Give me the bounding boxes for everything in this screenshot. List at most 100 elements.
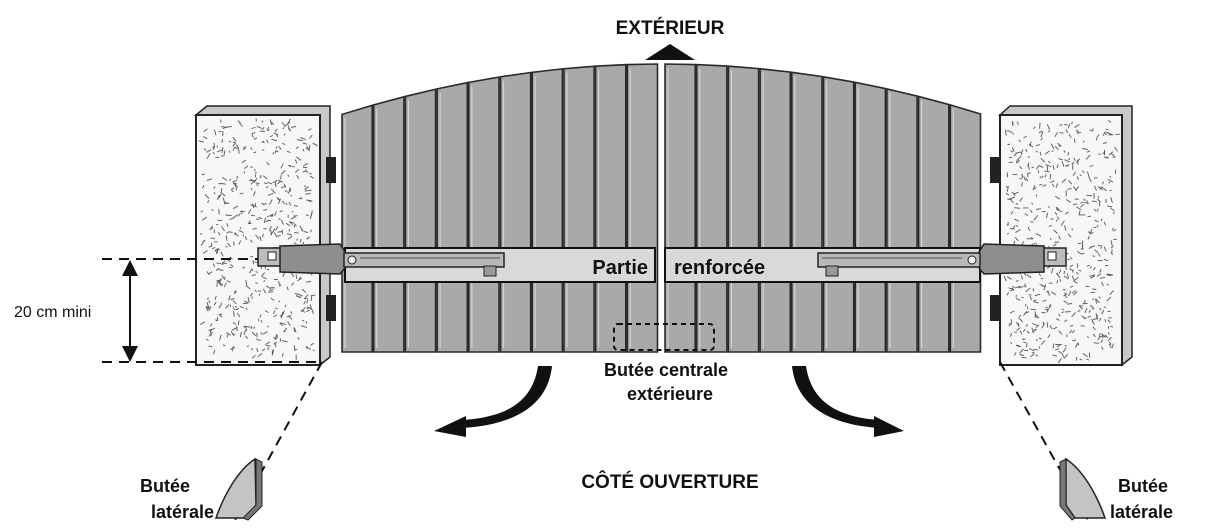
texture-speck — [280, 322, 287, 325]
texture-speck — [1090, 245, 1096, 248]
texture-speck — [255, 282, 259, 284]
texture-speck — [1038, 273, 1042, 277]
texture-speck — [262, 141, 265, 143]
texture-speck — [1004, 129, 1007, 136]
texture-speck — [1025, 324, 1029, 328]
texture-speck — [245, 307, 248, 311]
texture-speck — [1041, 285, 1046, 288]
texture-speck — [1093, 208, 1097, 212]
texture-speck — [1027, 164, 1030, 170]
texture-speck — [1108, 343, 1112, 349]
texture-speck — [288, 221, 295, 224]
texture-speck — [1043, 284, 1047, 291]
right-opening-arrow — [792, 366, 904, 437]
texture-speck — [275, 226, 279, 231]
texture-speck — [220, 283, 224, 286]
texture-speck — [273, 314, 277, 318]
texture-speck — [1035, 324, 1040, 328]
texture-speck — [1014, 207, 1021, 209]
texture-speck — [245, 279, 248, 286]
texture-speck — [1050, 267, 1054, 274]
texture-speck — [1008, 130, 1013, 133]
texture-speck — [1092, 288, 1097, 290]
texture-speck — [306, 306, 312, 310]
texture-speck — [231, 187, 235, 190]
texture-speck — [210, 330, 212, 337]
texture-speck — [1102, 141, 1107, 145]
texture-speck — [1069, 329, 1073, 334]
texture-speck — [288, 164, 292, 168]
texture-speck — [1089, 266, 1092, 269]
texture-speck — [1039, 284, 1044, 286]
texture-speck — [311, 309, 314, 315]
texture-speck — [1103, 306, 1106, 309]
texture-speck — [262, 127, 265, 131]
texture-speck — [263, 182, 268, 185]
texture-speck — [1024, 284, 1027, 288]
texture-speck — [232, 333, 236, 335]
texture-speck — [1034, 214, 1039, 220]
texture-speck — [230, 330, 235, 337]
texture-speck — [1082, 302, 1088, 305]
texture-speck — [229, 178, 232, 181]
texture-speck — [250, 187, 253, 191]
partie-label: Partie — [592, 257, 648, 279]
texture-speck — [1034, 316, 1038, 319]
texture-speck — [1064, 211, 1069, 215]
texture-speck — [205, 305, 211, 310]
texture-speck — [233, 146, 239, 150]
texture-speck — [225, 304, 230, 309]
texture-speck — [1055, 219, 1059, 222]
texture-speck — [1045, 164, 1052, 168]
right-gate-board — [695, 63, 728, 353]
texture-speck — [206, 297, 209, 300]
texture-speck — [1094, 219, 1099, 223]
texture-speck — [1029, 141, 1032, 147]
texture-speck — [225, 214, 232, 216]
texture-speck — [266, 129, 270, 132]
texture-speck — [1071, 161, 1075, 165]
texture-speck — [1023, 310, 1028, 316]
texture-speck — [221, 274, 226, 280]
texture-speck — [1069, 325, 1074, 327]
texture-speck — [236, 144, 240, 150]
texture-speck — [1110, 246, 1114, 249]
texture-speck — [303, 231, 309, 233]
texture-speck — [231, 349, 234, 352]
texture-speck — [234, 305, 238, 308]
texture-speck — [297, 336, 300, 341]
texture-speck — [1035, 233, 1042, 237]
texture-speck — [1085, 154, 1091, 160]
texture-speck — [198, 140, 205, 143]
texture-speck — [294, 328, 297, 333]
texture-speck — [1005, 185, 1009, 189]
texture-speck — [239, 306, 245, 309]
texture-speck — [1071, 312, 1076, 318]
texture-speck — [1007, 222, 1009, 226]
texture-speck — [1009, 310, 1015, 314]
left-pillar — [193, 105, 331, 367]
texture-speck — [265, 285, 272, 290]
central-stop-label-line2: extérieure — [627, 384, 713, 404]
texture-speck — [1098, 317, 1102, 322]
left-pillar-texture — [198, 118, 318, 360]
texture-speck — [1046, 322, 1049, 328]
texture-speck — [294, 232, 299, 234]
texture-speck — [1067, 303, 1073, 305]
texture-speck — [272, 179, 278, 184]
texture-speck — [1079, 174, 1082, 177]
texture-speck — [1089, 129, 1093, 132]
texture-speck — [306, 299, 309, 304]
texture-speck — [215, 267, 220, 271]
texture-speck — [1061, 178, 1067, 183]
texture-speck — [1035, 354, 1039, 357]
texture-speck — [286, 150, 291, 154]
texture-speck — [225, 235, 228, 241]
texture-speck — [249, 269, 252, 274]
texture-speck — [267, 325, 269, 328]
texture-speck — [1040, 137, 1043, 141]
texture-speck — [1101, 309, 1105, 315]
texture-speck — [287, 235, 293, 240]
texture-speck — [279, 210, 283, 212]
texture-speck — [284, 305, 287, 308]
